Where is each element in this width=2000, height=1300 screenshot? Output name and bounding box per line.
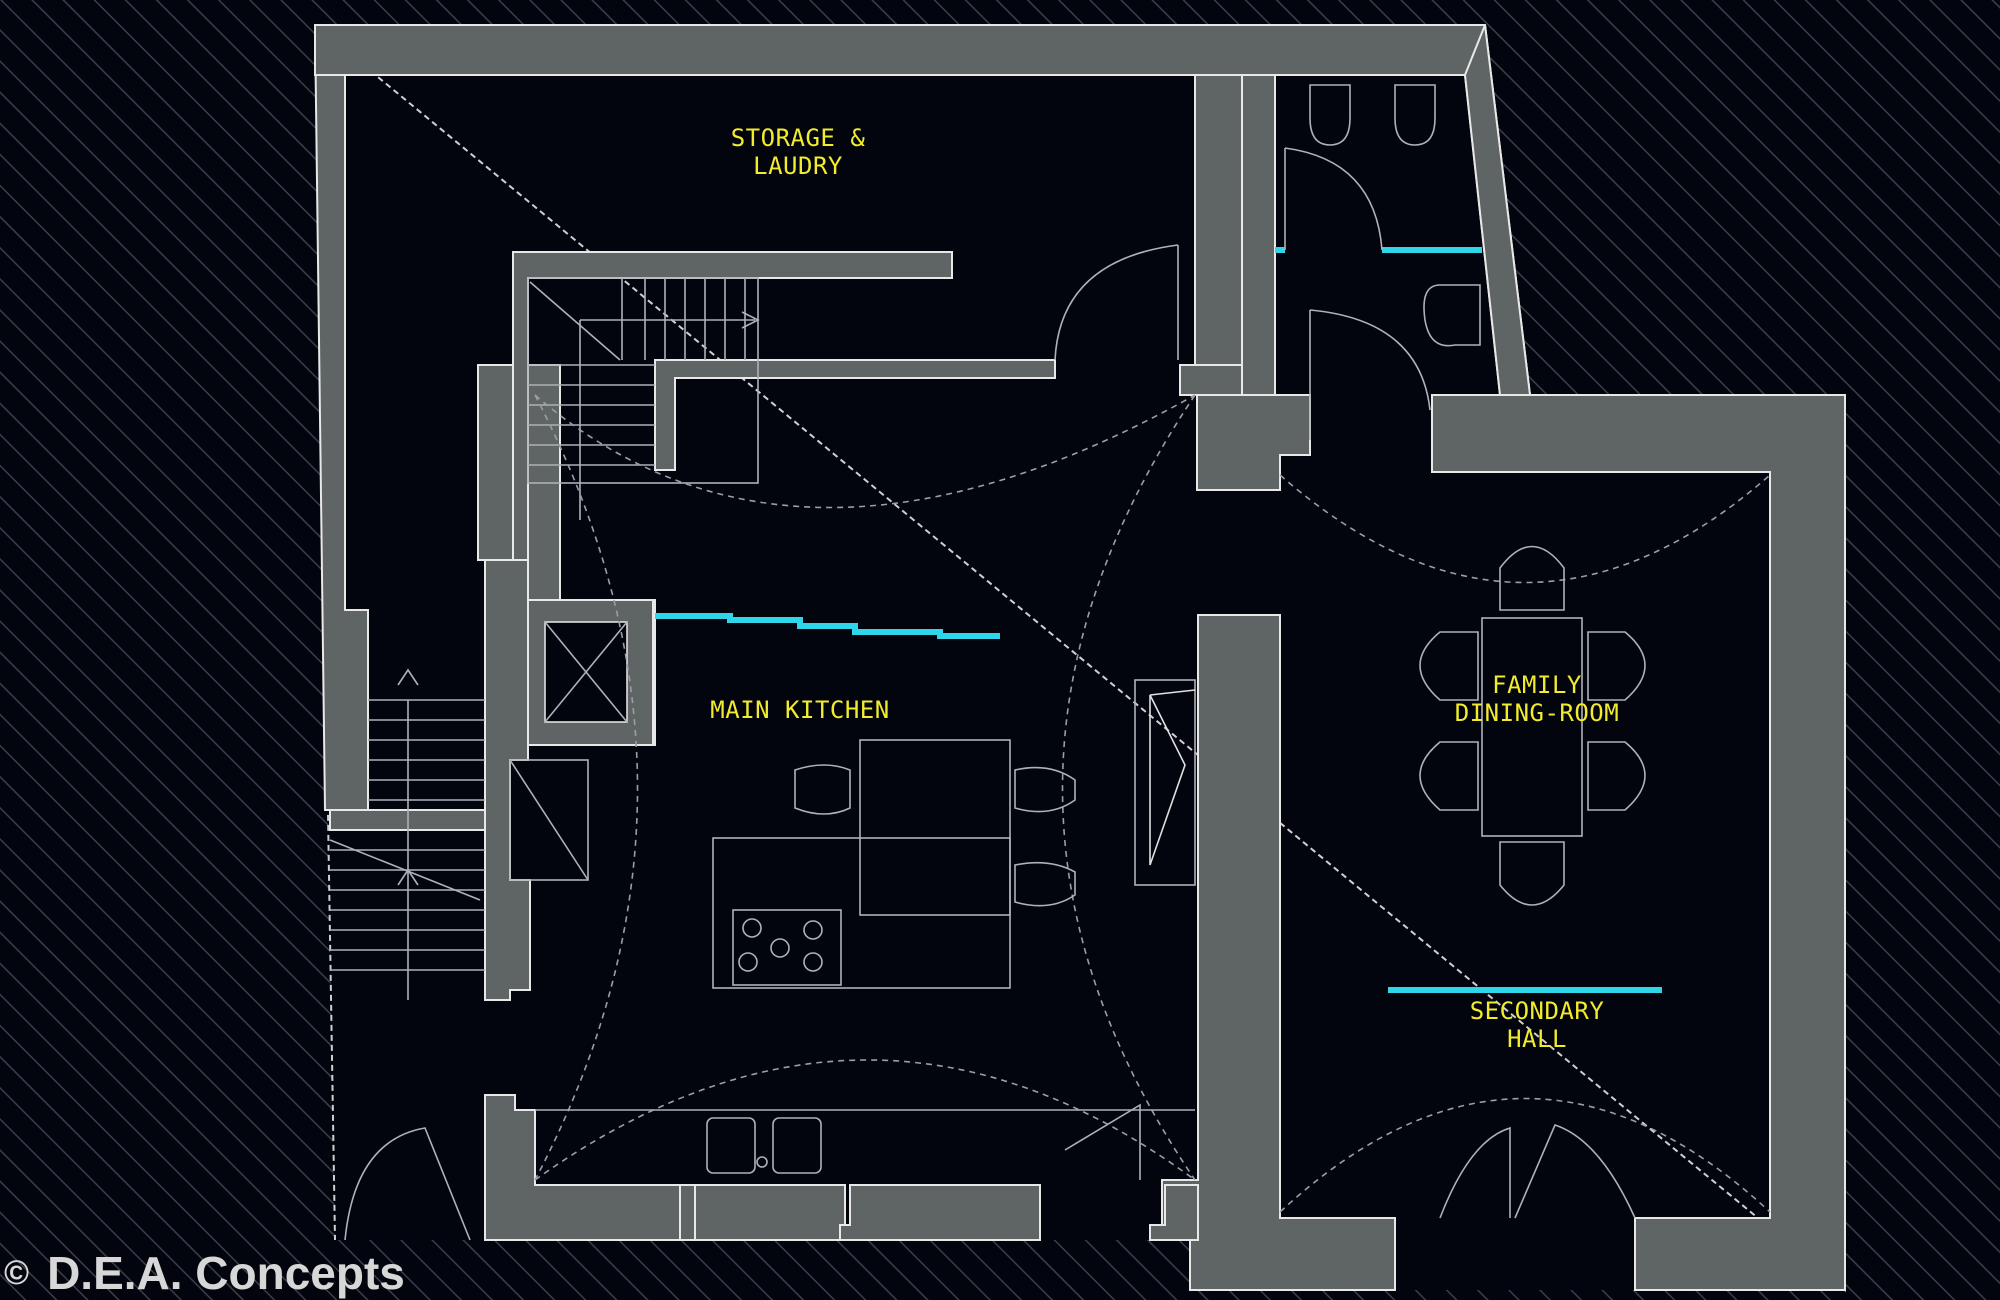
- copyright-icon: ©: [4, 1254, 29, 1293]
- credit-watermark: © D.E.A. Concepts: [4, 1248, 405, 1298]
- label-main-kitchen: MAIN KITCHEN: [710, 696, 889, 724]
- label-dining-line1: FAMILY: [1492, 671, 1582, 699]
- label-hall-line1: SECONDARY: [1470, 997, 1605, 1025]
- label-storage-line2: LAUDRY: [753, 152, 843, 180]
- label-hall-line2: HALL: [1507, 1025, 1567, 1053]
- label-storage-line1: STORAGE &: [731, 124, 866, 152]
- label-dining-line2: DINING-ROOM: [1455, 699, 1619, 727]
- credit-name: D.E.A. Concepts: [47, 1246, 405, 1300]
